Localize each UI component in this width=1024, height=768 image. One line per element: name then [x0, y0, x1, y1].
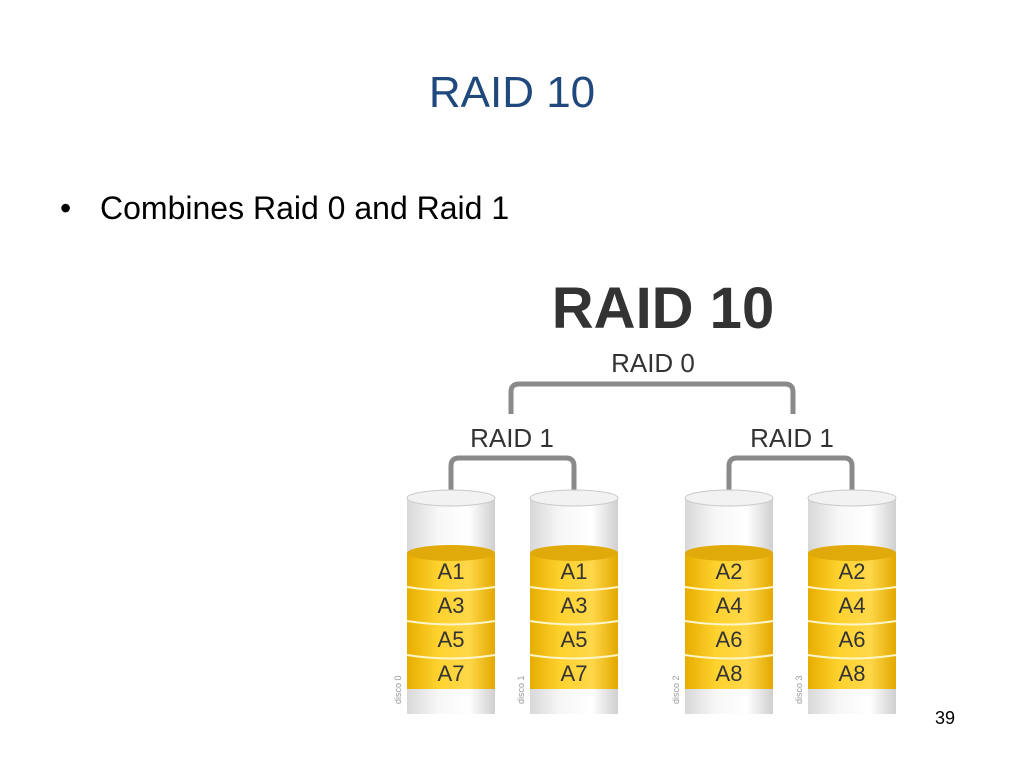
block-stack-top [530, 545, 618, 561]
block-label: A8 [839, 661, 866, 686]
raid1-group-left: RAID 1 [448, 423, 577, 496]
block-divider [684, 620, 774, 626]
block-divider [807, 654, 897, 660]
block-label: A8 [716, 661, 743, 686]
block-stack-top [685, 545, 773, 561]
block-label: A4 [716, 593, 743, 618]
raid0-connector [508, 381, 796, 414]
block-stack-top [407, 545, 495, 561]
block-label: A7 [561, 661, 588, 686]
bullet-list: • Combines Raid 0 and Raid 1 [60, 190, 509, 227]
block-label: A5 [561, 627, 588, 652]
bullet-item: • Combines Raid 0 and Raid 1 [60, 190, 509, 227]
block-stack [407, 553, 495, 689]
block-label: A3 [438, 593, 465, 618]
raid1-label-left: RAID 1 [470, 423, 554, 453]
block-divider [529, 620, 619, 626]
disk-name-label: disco 2 [671, 675, 681, 704]
disk-top [807, 489, 897, 507]
block-label: A1 [561, 559, 588, 584]
block-stack [530, 553, 618, 689]
block-label: A5 [438, 627, 465, 652]
block-label: A2 [839, 559, 866, 584]
disk-top [529, 489, 619, 507]
block-stack [808, 553, 896, 689]
page-number: 39 [935, 708, 956, 728]
block-divider [406, 620, 496, 626]
raid1-connector-left [448, 455, 577, 496]
block-stack-top [808, 545, 896, 561]
raid0-label: RAID 0 [611, 348, 695, 378]
block-divider [406, 586, 496, 592]
bullet-dot-icon: • [60, 190, 72, 226]
disk-top [684, 489, 774, 507]
block-divider [529, 586, 619, 592]
raid1-group-right: RAID 1 [726, 423, 855, 496]
block-label: A3 [561, 593, 588, 618]
raid1-label-right: RAID 1 [750, 423, 834, 453]
block-divider [684, 654, 774, 660]
bullet-text: Combines Raid 0 and Raid 1 [100, 190, 510, 226]
raid1-connector-right [726, 455, 855, 496]
disk-name-label: disco 3 [794, 675, 804, 704]
block-divider [529, 654, 619, 660]
diagram-title: RAID 10 [552, 276, 774, 341]
block-divider [406, 654, 496, 660]
disk-top [406, 489, 496, 507]
disk-name-label: disco 1 [516, 675, 526, 704]
block-label: A4 [839, 593, 866, 618]
disk-name-label: disco 0 [393, 675, 403, 704]
block-label: A7 [438, 661, 465, 686]
block-stack [685, 553, 773, 689]
block-label: A2 [716, 559, 743, 584]
block-label: A6 [716, 627, 743, 652]
block-label: A6 [839, 627, 866, 652]
slide-title: RAID 10 [428, 68, 596, 117]
block-divider [807, 620, 897, 626]
block-label: A1 [438, 559, 465, 584]
block-divider [807, 586, 897, 592]
block-divider [684, 586, 774, 592]
